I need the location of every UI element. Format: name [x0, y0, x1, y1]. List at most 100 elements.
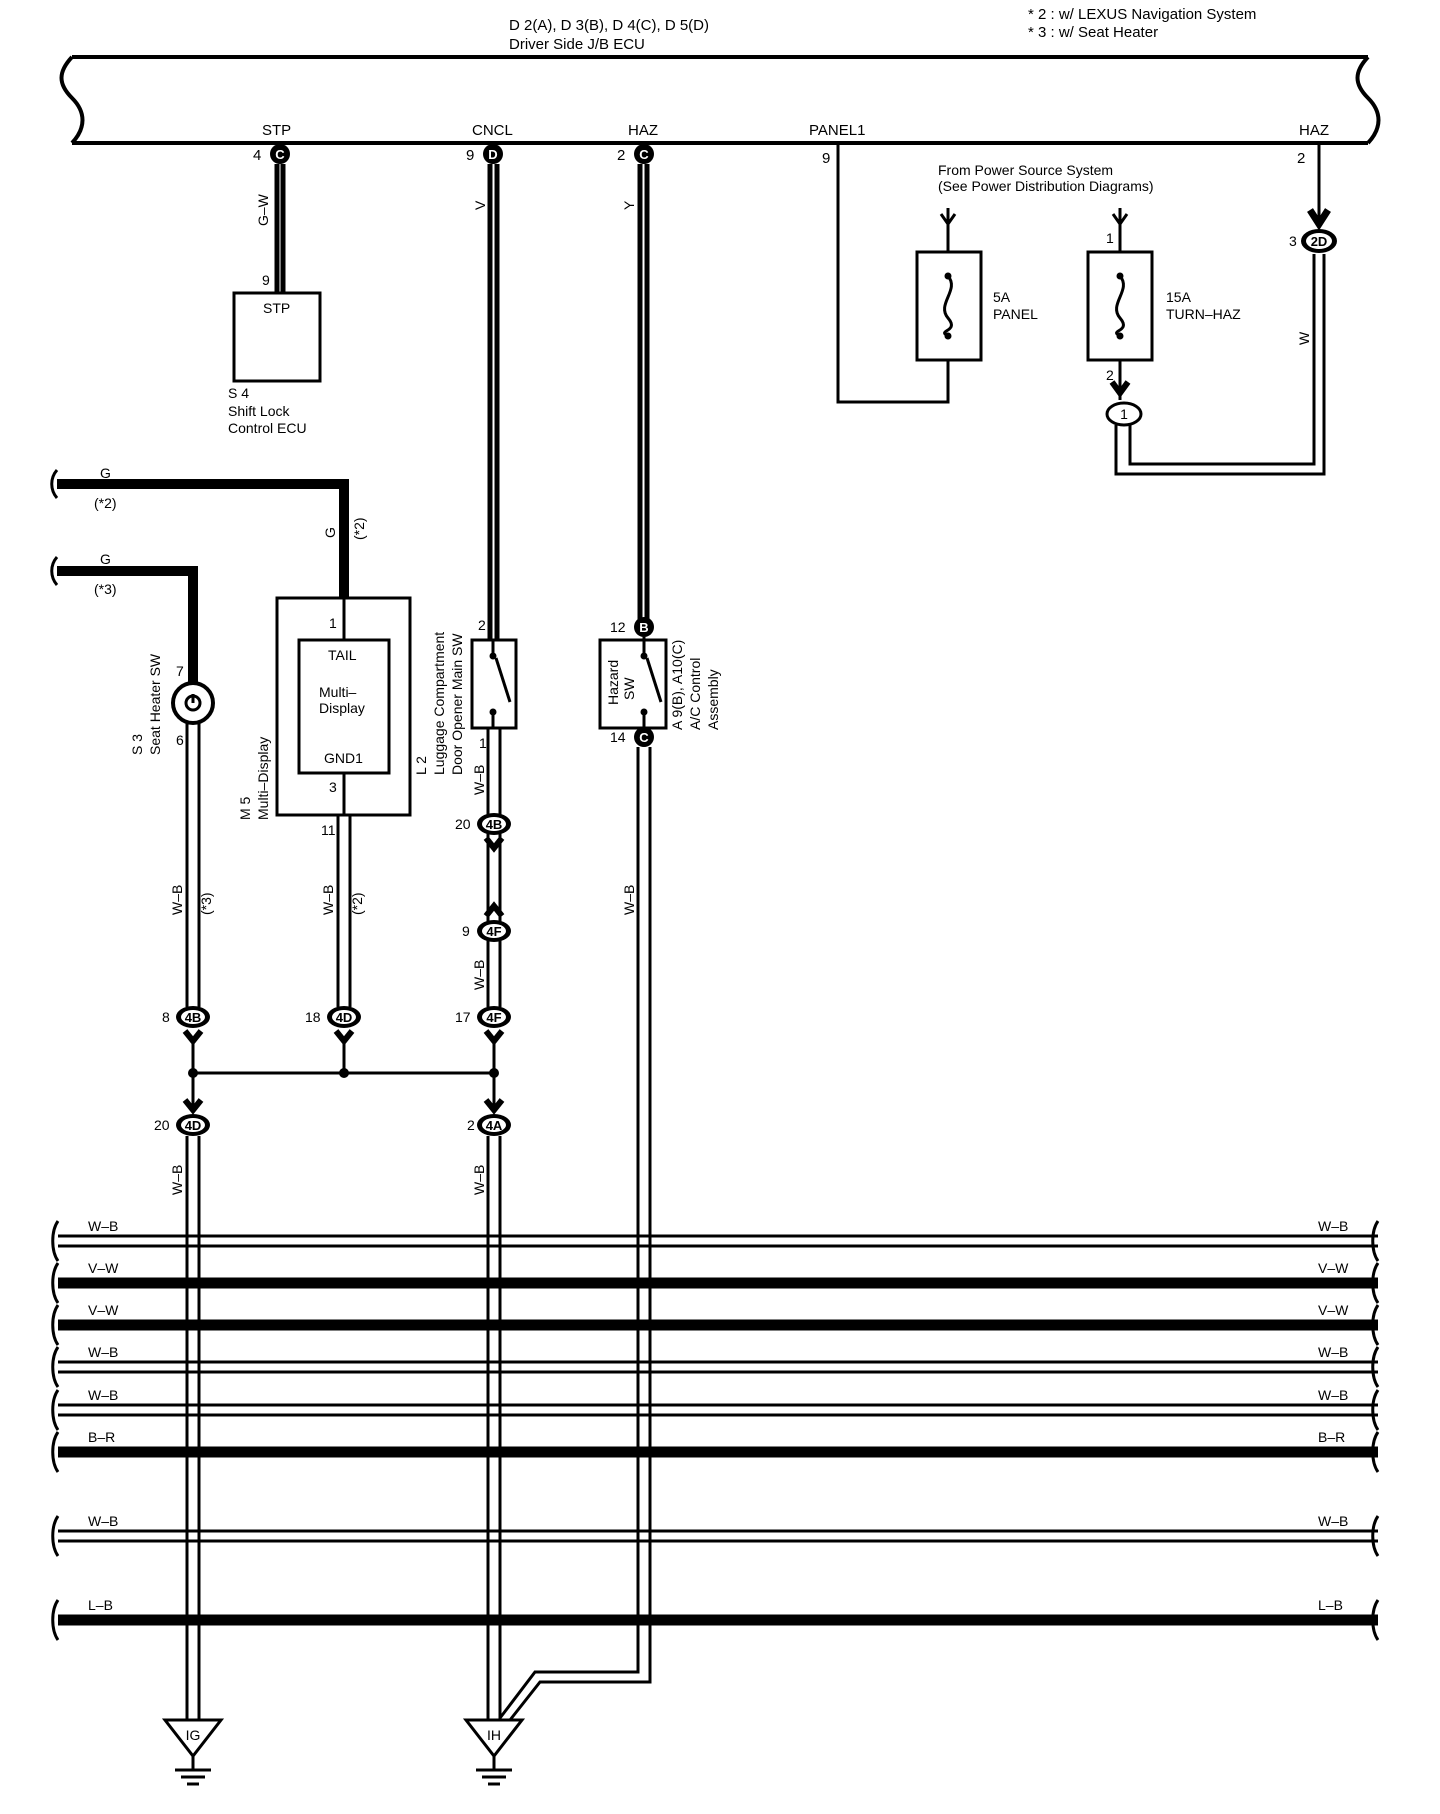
ground-ih: IH: [462, 1718, 526, 1786]
wire-label-star2-3: (*2): [349, 892, 365, 915]
fuse-turn-name: TURN–HAZ: [1166, 306, 1241, 322]
wire-cncl: [487, 164, 500, 640]
connector-17-4f: 4F: [477, 1006, 511, 1046]
connector-18-4d: 4D: [327, 1006, 361, 1046]
svg-text:4A: 4A: [486, 1118, 503, 1133]
hazard-connector-b: B: [634, 617, 654, 637]
note-navigation: * 2 : w/ LEXUS Navigation System: [1028, 6, 1256, 23]
wire-label-v: V: [472, 200, 488, 210]
fuse-panel-amp: 5A: [993, 289, 1011, 305]
connector-2-4a-pin: 2: [467, 1117, 475, 1133]
multi-display-pin-top: 1: [329, 615, 337, 631]
shift-lock-ecu: [232, 291, 322, 383]
ecu-connector-haz: C: [634, 144, 654, 164]
svg-text:B: B: [639, 620, 648, 635]
wire-label-y: Y: [621, 200, 637, 210]
seat-heater-name: Seat Heater SW: [147, 653, 163, 755]
bus-line: [51, 1515, 1380, 1557]
hazard-name3: A/C Control: [687, 658, 703, 730]
wire-stp: [274, 164, 286, 293]
ecu-bar: [59, 55, 1381, 145]
fuse-turn-haz: [1086, 208, 1154, 400]
pin-haz-2: 2: [1297, 150, 1305, 167]
bus-line-label-right: W–B: [1318, 1344, 1348, 1360]
bus-line-label-right: V–W: [1318, 1302, 1349, 1318]
bus-line-label-right: L–B: [1318, 1597, 1343, 1613]
panel1-wire: [836, 143, 950, 404]
hazard-sw: [598, 637, 668, 730]
multi-display-gnd: GND1: [324, 750, 363, 766]
svg-text:2D: 2D: [1311, 234, 1328, 249]
pin-cncl: 9: [466, 147, 474, 164]
bus-line-label-left: V–W: [88, 1302, 119, 1318]
connector-18-4d-pin: 18: [305, 1009, 321, 1025]
wire-label-g-3: G: [100, 551, 111, 567]
bus-line-label-right: W–B: [1318, 1513, 1348, 1529]
wire-label-wb-1: W–B: [169, 885, 185, 915]
svg-text:4D: 4D: [336, 1010, 353, 1025]
multi-display-pin-out: 11: [321, 822, 336, 838]
connector-2-4a: 4A: [477, 1098, 511, 1136]
wire-label-star2-2: (*2): [351, 517, 367, 540]
seat-heater-id: S 3: [129, 734, 145, 755]
connector-20-4b-pin: 20: [455, 816, 471, 832]
wire-label-g-2: G: [322, 527, 338, 538]
shift-lock-name2: Control ECU: [228, 420, 307, 436]
seat-heater-pin-bottom: 6: [176, 732, 184, 748]
multi-display-id: M 5: [237, 796, 253, 820]
svg-text:C: C: [275, 147, 285, 162]
wire-label-star3-2: (*3): [198, 892, 214, 915]
wire-g-star2: [50, 469, 349, 598]
luggage-pin-top: 2: [478, 617, 486, 633]
svg-text:4D: 4D: [185, 1118, 202, 1133]
multi-display-pin-bottom: 3: [329, 779, 337, 795]
hazard-name4: Assembly: [705, 669, 721, 730]
connector-17-4f-pin: 17: [455, 1009, 471, 1025]
wire-label-g-1: G: [100, 465, 111, 481]
svg-text:IH: IH: [487, 1727, 501, 1743]
ground-wire-ih: [486, 1136, 502, 1720]
bus-line-label-left: B–R: [88, 1429, 115, 1445]
ground-wire-ig: [185, 1136, 201, 1720]
svg-text:4F: 4F: [486, 1010, 501, 1025]
hazard-name2: SW: [621, 677, 637, 700]
shift-lock-name1: Shift Lock: [228, 403, 290, 419]
hazard-pin-top: 12: [610, 619, 626, 635]
junction-1: 1: [1105, 380, 1143, 427]
svg-text:1: 1: [1120, 406, 1128, 422]
svg-text:4B: 4B: [185, 1010, 202, 1025]
connector-20-4b: 4B: [477, 813, 511, 853]
svg-text:C: C: [639, 730, 649, 745]
ground-ig: IG: [161, 1718, 225, 1786]
splice-dot-1: [188, 1068, 198, 1078]
bus-line: [51, 1599, 1380, 1641]
multi-display-name2: Display: [319, 700, 365, 716]
luggage-id: L 2: [413, 756, 429, 775]
wire-seat-heater-down: [185, 723, 201, 1007]
ecu-connector-stp: C: [270, 144, 290, 164]
bus-line-label-left: W–B: [88, 1387, 118, 1403]
bus-line-label-right: W–B: [1318, 1387, 1348, 1403]
fuse-turn-pin-bottom: 2: [1106, 367, 1114, 383]
bus-line: [51, 1304, 1380, 1346]
pin-haz: 2: [617, 147, 625, 164]
bus-line-label-right: V–W: [1318, 1260, 1349, 1276]
terminal-haz-2: HAZ: [1299, 122, 1329, 139]
hazard-name1: Hazard: [605, 660, 621, 705]
connector-20-4d: 4D: [176, 1098, 210, 1136]
wire-label-w: W: [1296, 331, 1312, 345]
note-seat-heater: * 3 : w/ Seat Heater: [1028, 24, 1158, 41]
luggage-pin-bottom: 1: [479, 735, 487, 751]
bus-line: [51, 1431, 1380, 1473]
fuse-turn-pin-top: 1: [1106, 230, 1114, 246]
svg-text:4F: 4F: [486, 924, 501, 939]
fuse-panel-name: PANEL: [993, 306, 1038, 322]
hazard-pin-bottom: 14: [610, 729, 626, 745]
haz2-wire: [1307, 143, 1331, 231]
ecu-connector-cncl: D: [483, 144, 503, 164]
hazard-ids: A 9(B), A10(C): [669, 640, 685, 730]
shift-lock-id: S 4: [228, 385, 249, 401]
wire-w-loop: [1114, 254, 1326, 476]
bus-line-label-left: W–B: [88, 1344, 118, 1360]
